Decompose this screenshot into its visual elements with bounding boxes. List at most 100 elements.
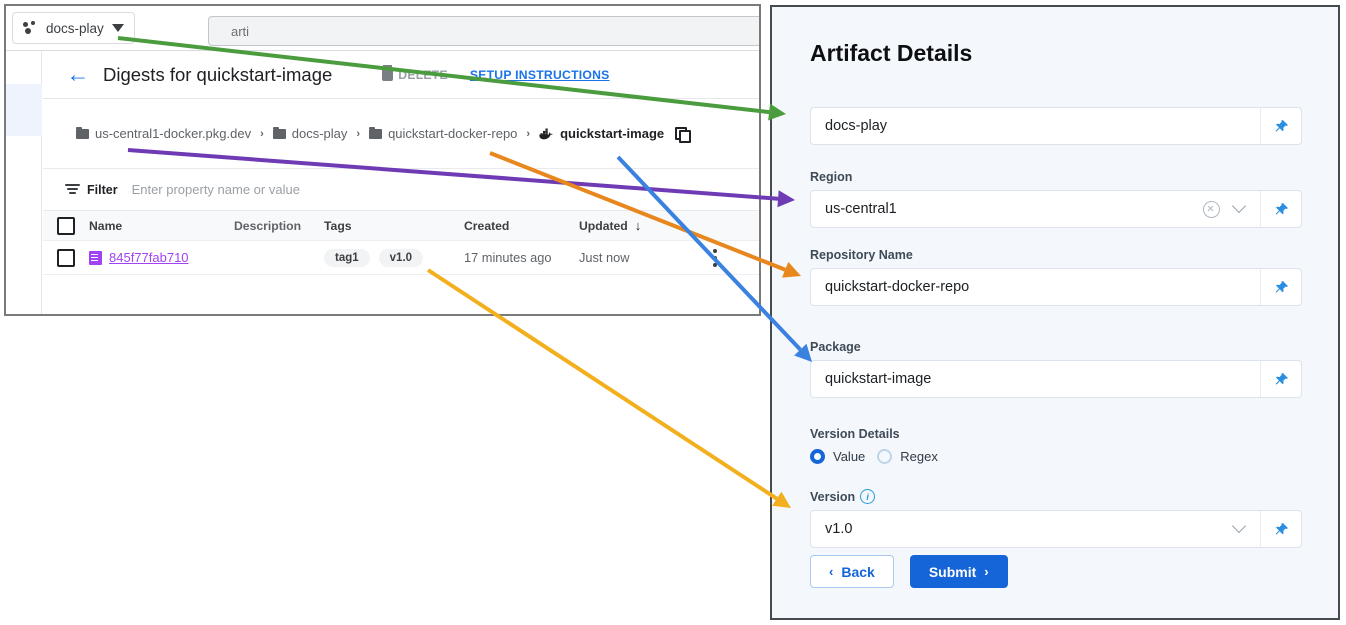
- pin-icon[interactable]: [1260, 269, 1301, 305]
- version-label-row: Version i: [810, 489, 1302, 504]
- pin-icon[interactable]: [1260, 108, 1301, 144]
- folder-icon: [76, 126, 89, 139]
- breadcrumb: us-central1-docker.pkg.dev › docs-play ›…: [76, 126, 692, 143]
- breadcrumb-label: docs-play: [291, 126, 348, 141]
- column-header-created[interactable]: Created: [464, 218, 510, 233]
- submit-button-label: Submit: [928, 563, 977, 580]
- project-dots-icon: [23, 21, 38, 35]
- pin-icon[interactable]: [1260, 361, 1301, 397]
- back-arrow-icon[interactable]: ←: [66, 61, 90, 87]
- version-field-value: v1.0: [825, 521, 853, 537]
- column-header-description[interactable]: Description: [234, 218, 302, 233]
- repository-field[interactable]: quickstart-docker-repo: [810, 268, 1302, 306]
- package-field[interactable]: quickstart-image: [810, 360, 1302, 398]
- repository-label: Repository Name: [810, 248, 913, 262]
- submit-button[interactable]: Submit ›: [909, 555, 1008, 588]
- copy-icon[interactable]: [675, 127, 692, 143]
- select-all-checkbox[interactable]: [43, 216, 89, 235]
- form-buttons: ‹ Back Submit ›: [810, 555, 1008, 588]
- version-field[interactable]: v1.0: [810, 510, 1302, 548]
- back-chevron-icon: ‹: [829, 564, 834, 579]
- pin-icon[interactable]: [1260, 511, 1301, 547]
- breadcrumb-separator: ›: [356, 127, 361, 140]
- filter-label: Filter: [87, 182, 118, 197]
- search-input-value: arti: [231, 23, 250, 39]
- search-input[interactable]: arti: [208, 16, 759, 46]
- row-checkbox[interactable]: [43, 248, 89, 267]
- project-field-value: docs-play: [825, 118, 888, 134]
- radio-value-dot: [810, 449, 825, 464]
- project-picker-label: docs-play: [46, 20, 104, 36]
- setup-instructions-link[interactable]: SETUP INSTRUCTIONS: [470, 68, 610, 82]
- row-created-cell: 17 minutes ago: [464, 250, 552, 265]
- radio-value[interactable]: Value: [810, 449, 865, 464]
- sort-desc-icon: ↓: [634, 218, 642, 233]
- rail-active-highlight: [6, 84, 42, 136]
- version-details-label: Version Details: [810, 427, 900, 441]
- project-picker[interactable]: docs-play: [12, 12, 135, 44]
- docker-whale-icon: [539, 127, 553, 139]
- project-field-group: docs-play: [810, 107, 1302, 145]
- region-label: Region: [810, 170, 853, 184]
- version-field-group: Version i v1.0: [810, 489, 1302, 548]
- region-field-value: us-central1: [825, 201, 897, 217]
- breadcrumb-separator: ›: [260, 127, 264, 140]
- breadcrumb-row: us-central1-docker.pkg.dev › docs-play ›…: [43, 99, 759, 169]
- back-button[interactable]: ‹ Back: [810, 555, 894, 588]
- filter-input[interactable]: Enter property name or value: [131, 182, 300, 197]
- tag-chip: v1.0: [378, 248, 424, 267]
- radio-regex-dot: [877, 449, 893, 464]
- delete-button-label: DELETE: [398, 67, 448, 82]
- page-title: Digests for quickstart-image: [103, 63, 333, 85]
- radio-regex[interactable]: Regex: [877, 449, 938, 464]
- project-field[interactable]: docs-play: [810, 107, 1302, 145]
- radio-regex-label: Regex: [900, 449, 938, 464]
- column-header-name[interactable]: Name: [89, 218, 123, 233]
- chevron-down-icon[interactable]: [1231, 198, 1247, 214]
- breadcrumb-item-package[interactable]: quickstart-image: [539, 126, 664, 141]
- version-details-radio-row: Value Regex: [810, 449, 1302, 464]
- console-top-bar: docs-play arti: [6, 6, 759, 51]
- chevron-down-icon[interactable]: [1231, 518, 1247, 534]
- column-header-updated[interactable]: Updated ↓: [579, 218, 691, 233]
- repository-field-value: quickstart-docker-repo: [825, 279, 970, 295]
- row-updated-cell: Just now: [579, 250, 630, 265]
- table-header-row: Name Description Tags Created Updated ↓: [43, 211, 759, 241]
- digest-link[interactable]: 845f77fab710: [89, 250, 234, 265]
- breadcrumb-item-repository[interactable]: quickstart-docker-repo: [369, 126, 517, 141]
- column-header-tags[interactable]: Tags: [324, 218, 352, 233]
- page-header: ← Digests for quickstart-image DELETE SE…: [43, 51, 759, 99]
- clear-icon[interactable]: [1203, 200, 1220, 218]
- region-field-group: Region us-central1: [810, 170, 1302, 228]
- pin-icon[interactable]: [1260, 191, 1301, 227]
- digest-icon: [89, 250, 102, 265]
- row-tags-cell: tag1 v1.0: [324, 248, 464, 267]
- region-field[interactable]: us-central1: [810, 190, 1302, 228]
- breadcrumb-separator: ›: [526, 127, 531, 140]
- back-button-label: Back: [841, 563, 875, 580]
- breadcrumb-item-registry[interactable]: us-central1-docker.pkg.dev: [76, 126, 251, 141]
- package-field-value: quickstart-image: [825, 371, 932, 387]
- version-label: Version: [810, 489, 856, 504]
- breadcrumb-label: us-central1-docker.pkg.dev: [95, 126, 252, 141]
- radio-value-label: Value: [833, 449, 866, 464]
- setup-instructions-label: SETUP INSTRUCTIONS: [469, 67, 610, 82]
- package-label: Package: [810, 340, 861, 354]
- repository-field-group: Repository Name quickstart-docker-repo: [810, 248, 1302, 306]
- cloud-console-window: docs-play arti ← Digests for quickstart-…: [4, 4, 761, 316]
- info-icon[interactable]: i: [860, 489, 876, 504]
- filter-icon[interactable]: [65, 184, 80, 195]
- artifact-details-panel: Artifact Details docs-play Region us-cen…: [770, 5, 1340, 620]
- breadcrumb-label: quickstart-image: [560, 126, 665, 141]
- delete-button[interactable]: DELETE: [382, 65, 448, 82]
- table-row[interactable]: 845f77fab710 tag1 v1.0 17 minutes ago Ju…: [43, 241, 759, 275]
- trash-icon: [382, 65, 394, 81]
- package-field-group: Package quickstart-image: [810, 340, 1302, 398]
- folder-icon: [272, 126, 286, 139]
- breadcrumb-item-project[interactable]: docs-play: [272, 126, 348, 141]
- tag-chip: tag1: [324, 248, 370, 267]
- digests-table: Name Description Tags Created Updated ↓ …: [43, 211, 759, 275]
- more-options-icon[interactable]: [713, 248, 717, 267]
- filter-row: Filter Enter property name or value: [43, 169, 759, 211]
